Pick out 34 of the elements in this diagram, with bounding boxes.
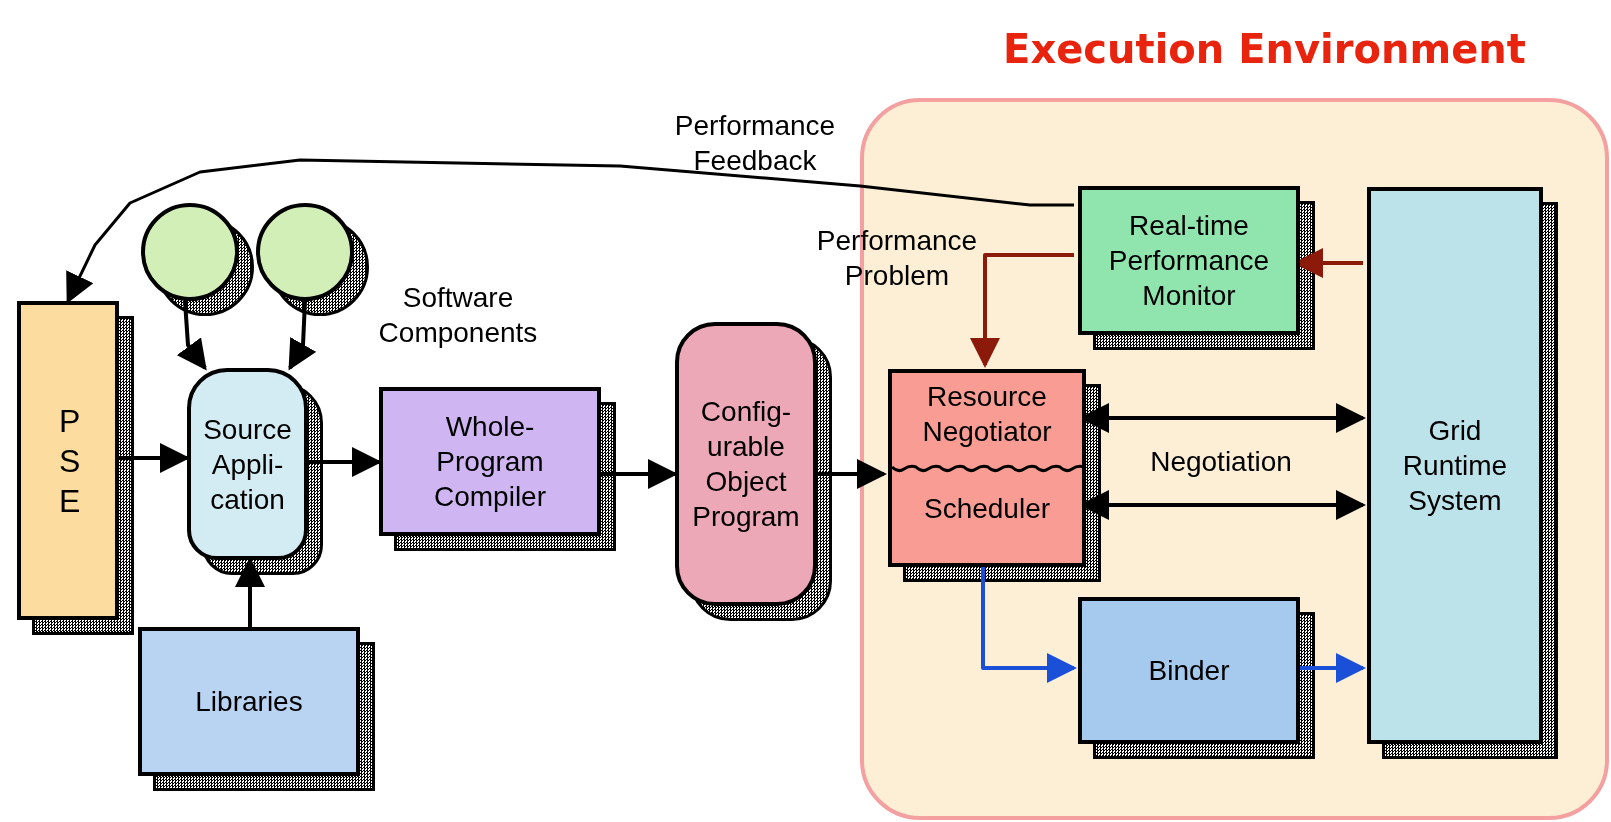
node-label: Binder — [1148, 654, 1230, 688]
edge-label: Performance Feedback — [673, 109, 837, 178]
process-box — [888, 369, 1086, 567]
node-label: Whole- Program Compiler — [433, 410, 547, 514]
arrow — [235, 557, 265, 627]
edge-label: Performance Problem — [815, 224, 979, 293]
arrow — [119, 443, 190, 473]
arrow — [817, 459, 887, 489]
node-label: Scheduler — [922, 492, 1052, 526]
process-box — [379, 387, 601, 536]
process-box — [1078, 597, 1300, 744]
region-title: Execution Environment — [1002, 25, 1527, 74]
arrow — [308, 447, 382, 477]
node-label: PSE — [59, 401, 77, 521]
arrow — [970, 253, 1074, 368]
arrow — [176, 300, 207, 371]
node-label: Resource Negotiator — [921, 380, 1053, 449]
annotation-label: Software Components — [377, 281, 539, 350]
node-label: Libraries — [195, 685, 303, 719]
node-label: Config- urable Object Program — [691, 395, 801, 534]
arrow — [66, 158, 1074, 304]
node-label: Real-time Performance Monitor — [1107, 209, 1271, 313]
process-box — [675, 322, 817, 606]
process-box — [187, 368, 308, 560]
process-box — [138, 627, 360, 776]
arrow — [288, 300, 317, 371]
process-box — [17, 301, 119, 620]
process-box — [1078, 186, 1300, 335]
process-box — [1367, 187, 1543, 744]
node-label: Grid Runtime System — [1401, 414, 1509, 518]
annotation-label: Negotiation — [1149, 445, 1293, 479]
node-label: Source Appli- cation — [202, 412, 293, 517]
arrow — [601, 459, 678, 489]
component-circle — [256, 203, 354, 301]
